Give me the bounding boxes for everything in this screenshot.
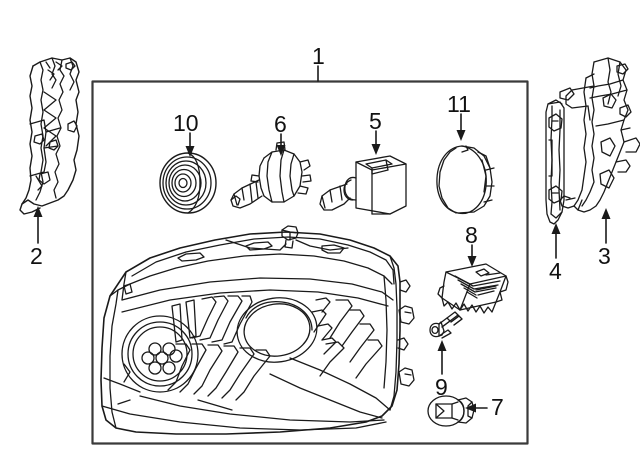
part-11-dust-cover-cap xyxy=(436,145,495,215)
callout-9-arrow xyxy=(437,340,447,375)
part-10-bulb-seal xyxy=(159,152,217,214)
callout-11-arrow xyxy=(456,113,466,141)
callout-2-arrow xyxy=(33,206,43,244)
callout-label-11: 11 xyxy=(447,91,471,117)
callout-label-4: 4 xyxy=(549,258,562,284)
callout-8-arrow xyxy=(467,244,477,267)
part-2-left-bracket xyxy=(19,57,80,215)
callout-6-arrow xyxy=(276,133,286,156)
part-4-retainer-strip xyxy=(545,99,565,225)
group-box-1 xyxy=(91,80,529,445)
part-8-ballast-module xyxy=(437,263,509,314)
callout-label-7: 7 xyxy=(491,394,504,420)
callout-label-5: 5 xyxy=(369,108,382,134)
callout-label-9: 9 xyxy=(435,374,448,400)
callout-5-arrow xyxy=(371,130,381,155)
callout-7-arrow xyxy=(465,403,488,413)
callout-label-10: 10 xyxy=(173,110,199,136)
callout-label-8: 8 xyxy=(465,222,478,248)
callout-label-6: 6 xyxy=(274,111,287,137)
part-7-signal-bulb xyxy=(427,395,475,427)
callout-label-3: 3 xyxy=(598,243,611,269)
part-3-right-bracket xyxy=(559,57,640,213)
part-9-mounting-screw xyxy=(429,311,463,339)
callout-10-arrow xyxy=(185,132,195,157)
callout-4-arrow xyxy=(551,223,561,259)
callout-label-1: 1 xyxy=(312,43,325,69)
headlamp-assembly-body xyxy=(100,225,415,435)
part-5-hid-bulb-socket xyxy=(319,155,407,215)
callout-label-2: 2 xyxy=(30,243,43,269)
part-6-halogen-bulb xyxy=(230,141,312,209)
callout-3-arrow xyxy=(601,208,611,244)
